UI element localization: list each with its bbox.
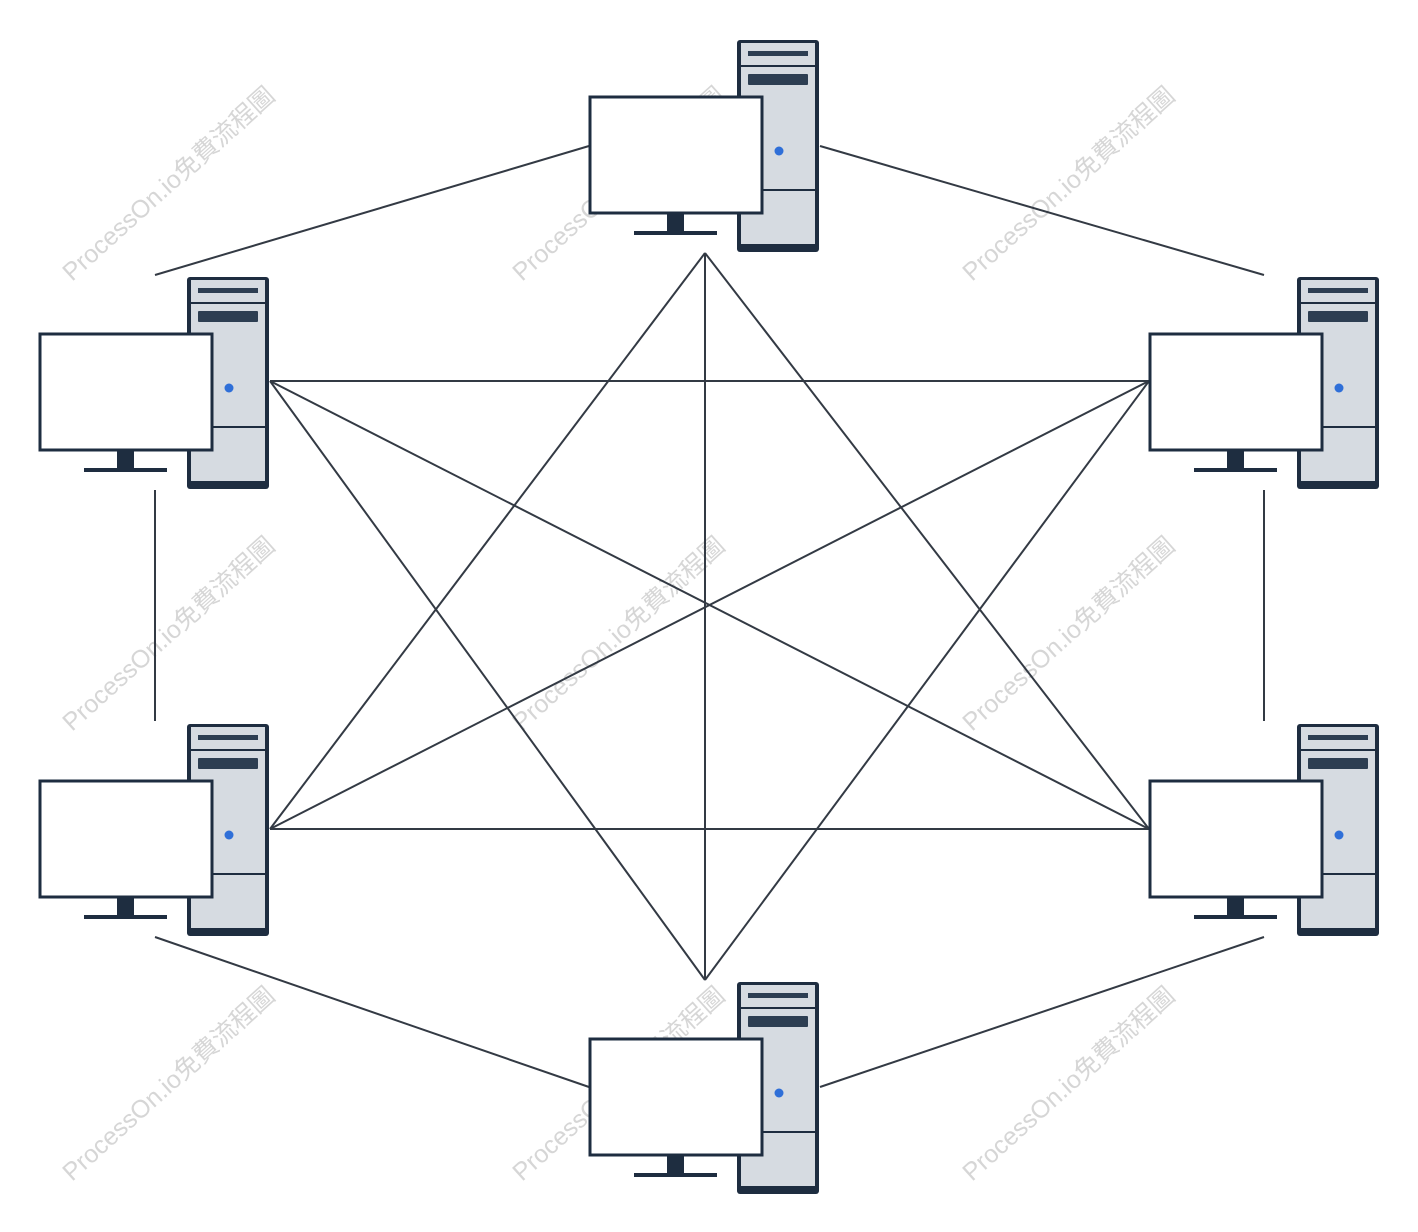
monitor-base: [1194, 915, 1277, 919]
perimeter-link-lower-right-bottom: [819, 936, 1265, 1088]
monitor-base: [634, 231, 717, 235]
monitor-base: [634, 1173, 717, 1177]
monitor-screen: [38, 779, 214, 899]
desktop-computer-icon: [1148, 277, 1379, 489]
monitor-neck: [117, 898, 134, 915]
watermark-text: ProcessOn.io免費流程圖: [507, 532, 730, 737]
monitor-screen: [588, 95, 764, 215]
drive-slot-1: [1308, 288, 1368, 293]
monitor-screen: [1148, 332, 1324, 452]
tower-divider-top: [191, 302, 265, 304]
tower-divider-top: [1301, 302, 1375, 304]
drive-slot-1: [1308, 735, 1368, 740]
node-layer: [38, 40, 1379, 1194]
mesh-link-upper-right-lower-left: [269, 380, 1150, 830]
tower-divider-bottom: [741, 189, 815, 191]
tower-divider-bottom: [1301, 873, 1375, 875]
tower-divider-bottom: [741, 1131, 815, 1133]
tower-divider-top: [741, 65, 815, 67]
drive-bay: [1308, 311, 1368, 322]
mesh-link-upper-right-bottom: [704, 380, 1150, 981]
monitor-screen: [588, 1037, 764, 1157]
tower-divider-bottom: [191, 426, 265, 428]
watermark-text: ProcessOn.io免費流程圖: [957, 82, 1180, 287]
perimeter-link-lower-left-bottom: [154, 936, 590, 1088]
drive-bay: [748, 1016, 808, 1027]
desktop-computer-icon: [1148, 724, 1379, 936]
monitor-base: [84, 468, 167, 472]
monitor-screen: [1148, 779, 1324, 899]
watermark-text: ProcessOn.io免費流程圖: [57, 82, 280, 287]
power-led-icon: [224, 383, 234, 393]
perimeter-link-top-upper-right: [819, 145, 1265, 276]
monitor-neck: [117, 451, 134, 468]
mesh-link-top-lower-right: [704, 252, 1150, 830]
mesh-link-top-lower-left: [269, 252, 706, 830]
drive-bay: [1308, 758, 1368, 769]
desktop-computer-icon: [588, 40, 819, 252]
drive-bay: [748, 74, 808, 85]
watermark-text: ProcessOn.io免費流程圖: [57, 982, 280, 1187]
drive-slot-1: [748, 51, 808, 56]
tower-divider-top: [191, 749, 265, 751]
power-led-icon: [1334, 383, 1344, 393]
drive-slot-1: [198, 288, 258, 293]
monitor-neck: [667, 214, 684, 231]
monitor-base: [1194, 468, 1277, 472]
tower-divider-top: [741, 1007, 815, 1009]
watermark-text: ProcessOn.io免費流程圖: [57, 532, 280, 737]
desktop-computer-icon: [38, 724, 269, 936]
drive-slot-1: [748, 993, 808, 998]
monitor-neck: [667, 1156, 684, 1173]
monitor-base: [84, 915, 167, 919]
tower-divider-bottom: [191, 873, 265, 875]
tower-divider-bottom: [1301, 426, 1375, 428]
power-led-icon: [774, 146, 784, 156]
power-led-icon: [1334, 830, 1344, 840]
mesh-link-upper-left-bottom: [269, 380, 706, 981]
monitor-screen: [38, 332, 214, 452]
tower-divider-top: [1301, 749, 1375, 751]
desktop-computer-icon: [38, 277, 269, 489]
drive-bay: [198, 758, 258, 769]
perimeter-link-top-upper-left: [154, 145, 590, 276]
monitor-neck: [1227, 451, 1244, 468]
watermark-text: ProcessOn.io免費流程圖: [957, 982, 1180, 1187]
desktop-computer-icon: [588, 982, 819, 1194]
watermark-text: ProcessOn.io免費流程圖: [957, 532, 1180, 737]
watermark-layer: ProcessOn.io免費流程圖 ProcessOn.io免費流程圖 Proc…: [57, 82, 1180, 1187]
power-led-icon: [224, 830, 234, 840]
drive-bay: [198, 311, 258, 322]
monitor-neck: [1227, 898, 1244, 915]
edge-layer: [154, 145, 1265, 1088]
drive-slot-1: [198, 735, 258, 740]
power-led-icon: [774, 1088, 784, 1098]
